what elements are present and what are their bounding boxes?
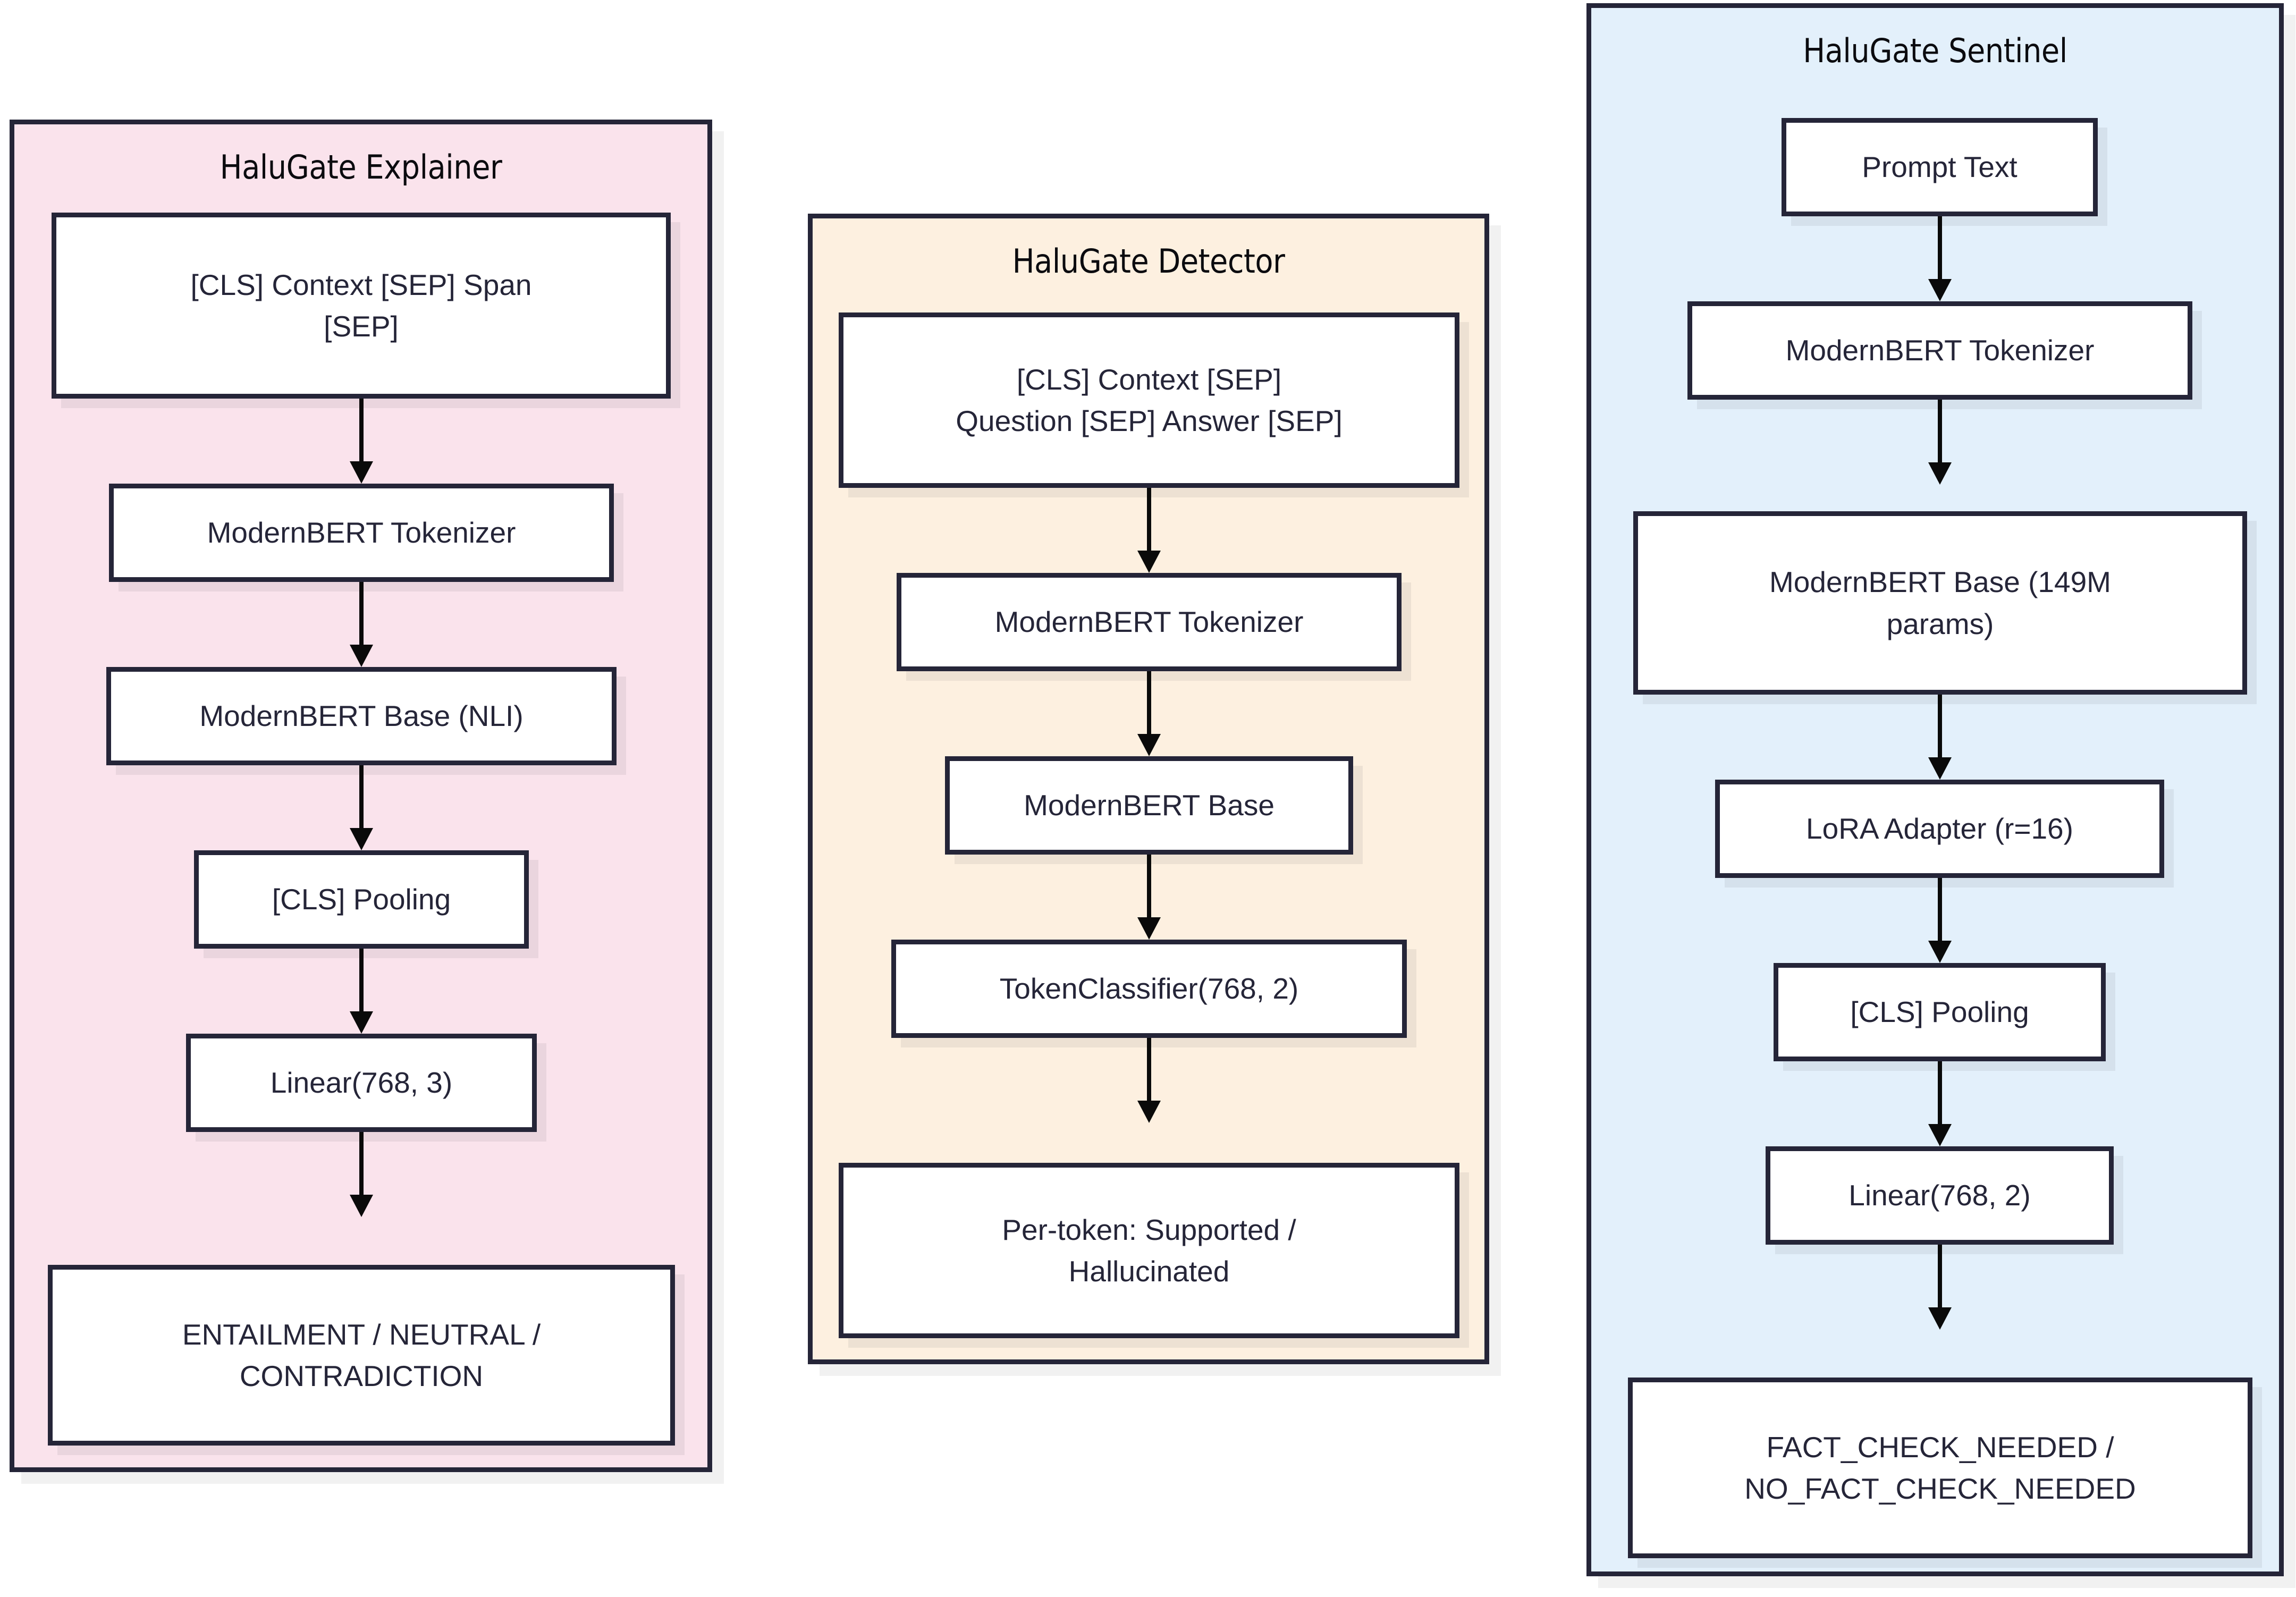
node-sentinel-linear[interactable]: Linear(768, 2) [1766, 1146, 2114, 1245]
node-explainer-pooling[interactable]: [CLS] Pooling [194, 850, 529, 949]
node-sentinel-prompt-text[interactable]: Prompt Text [1782, 118, 2098, 216]
node-detector-token-classifier[interactable]: TokenClassifier(768, 2) [891, 940, 1407, 1038]
node-label: Linear(768, 2) [1848, 1179, 2031, 1212]
node-sentinel-output[interactable]: FACT_CHECK_NEEDED / NO_FACT_CHECK_NEEDED [1628, 1378, 2252, 1558]
node-label: [CLS] Pooling [1850, 995, 2029, 1029]
node-explainer-output[interactable]: ENTAILMENT / NEUTRAL / CONTRADICTION [48, 1265, 675, 1446]
node-label: ModernBERT Tokenizer [207, 516, 516, 550]
node-explainer-base-nli[interactable]: ModernBERT Base (NLI) [106, 667, 617, 765]
node-detector-tokenizer[interactable]: ModernBERT Tokenizer [897, 573, 1402, 671]
subgraph-title-detector: HaluGate Detector [1012, 242, 1285, 281]
node-label: Prompt Text [1862, 150, 2018, 184]
node-label: ENTAILMENT / NEUTRAL / CONTRADICTION [182, 1317, 541, 1392]
subgraph-title-sentinel: HaluGate Sentinel [1803, 31, 2067, 70]
node-label: LoRA Adapter (r=16) [1806, 812, 2073, 846]
node-explainer-tokenizer[interactable]: ModernBERT Tokenizer [109, 484, 614, 582]
node-label: ModernBERT Base (NLI) [199, 699, 524, 733]
node-label: Linear(768, 3) [270, 1066, 453, 1100]
node-detector-output[interactable]: Per-token: Supported / Hallucinated [839, 1163, 1459, 1338]
node-label: ModernBERT Tokenizer [994, 605, 1304, 639]
node-label: TokenClassifier(768, 2) [999, 972, 1299, 1005]
node-sentinel-tokenizer[interactable]: ModernBERT Tokenizer [1687, 301, 2192, 400]
node-sentinel-lora-adapter[interactable]: LoRA Adapter (r=16) [1715, 780, 2164, 878]
node-detector-input[interactable]: [CLS] Context [SEP] Question [SEP] Answe… [839, 312, 1459, 488]
node-label: Per-token: Supported / Hallucinated [1002, 1213, 1296, 1288]
node-sentinel-pooling[interactable]: [CLS] Pooling [1774, 963, 2106, 1061]
node-explainer-linear[interactable]: Linear(768, 3) [186, 1034, 537, 1132]
node-explainer-input[interactable]: [CLS] Context [SEP] Span [SEP] [52, 213, 671, 399]
node-sentinel-base[interactable]: ModernBERT Base (149M params) [1633, 511, 2247, 695]
node-detector-base[interactable]: ModernBERT Base [945, 756, 1353, 855]
node-label: ModernBERT Tokenizer [1785, 334, 2095, 367]
node-label: [CLS] Context [SEP] Span [SEP] [190, 268, 532, 343]
node-label: FACT_CHECK_NEEDED / NO_FACT_CHECK_NEEDED [1744, 1430, 2136, 1505]
node-label: ModernBERT Base [1024, 789, 1274, 822]
subgraph-title-explainer: HaluGate Explainer [220, 148, 502, 187]
node-label: [CLS] Pooling [272, 883, 451, 916]
node-label: [CLS] Context [SEP] Question [SEP] Answe… [956, 362, 1343, 437]
node-label: ModernBERT Base (149M params) [1769, 565, 2111, 640]
